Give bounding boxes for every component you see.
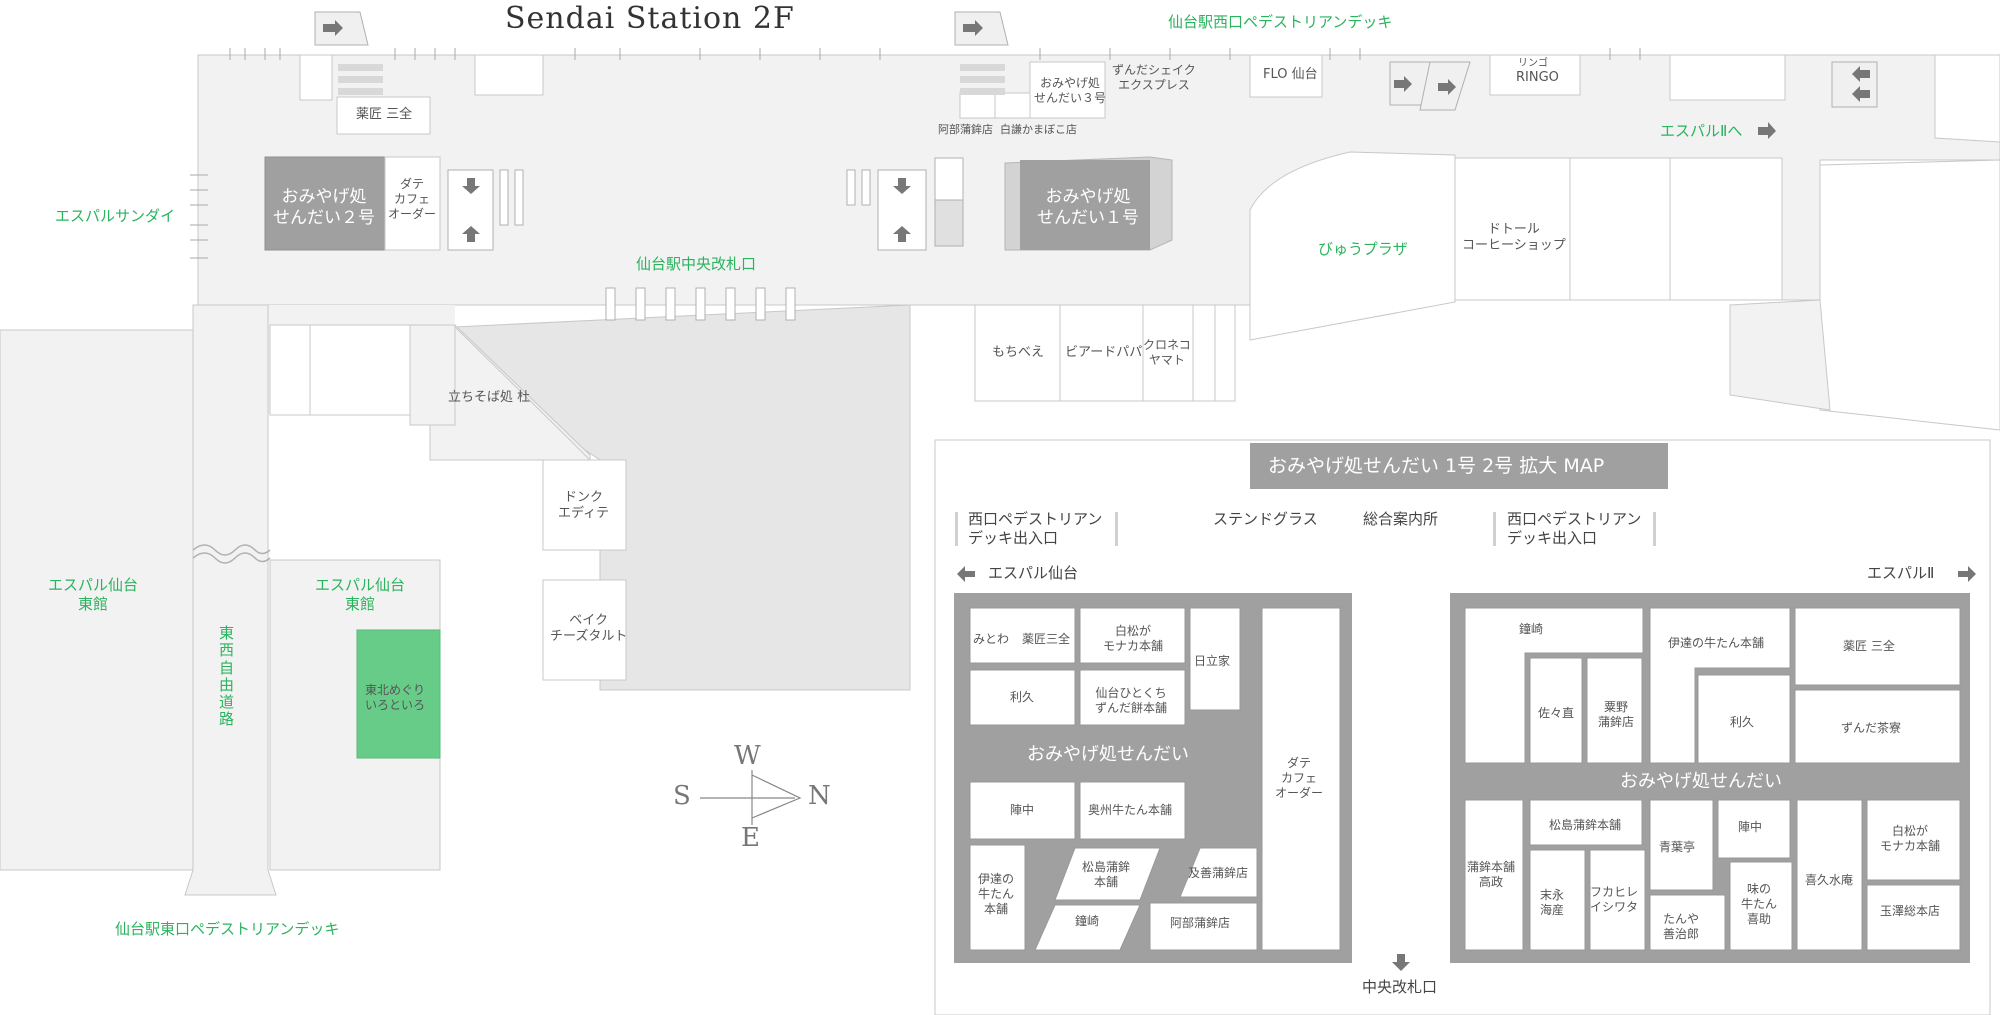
shop-mochibee[interactable]: もちべえ <box>992 345 1045 360</box>
central-gate-label: 仙台駅中央改札口 <box>636 255 757 273</box>
shop-tohoku[interactable]: 東北めぐり いろといろ <box>365 683 426 712</box>
shop-bake[interactable]: ベイク チーズタルト <box>550 613 628 645</box>
shop-flo[interactable]: FLO 仙台 <box>1263 67 1318 82</box>
inset-l-rikyu[interactable]: 利久 <box>1010 690 1035 704</box>
inset-l-shiromatsu[interactable]: 白松が モナカ本舗 <box>1103 624 1164 653</box>
shop-date-cafe-main[interactable]: ダテ カフェ オーダー <box>388 177 437 221</box>
shop-ringo-kana: リンゴ <box>1518 58 1548 69</box>
espal-east-inner-label: エスパル仙台 東館 <box>315 576 406 613</box>
inset-l-hitachiya[interactable]: 日立家 <box>1194 654 1231 668</box>
shop-abe-main[interactable]: 阿部蒲鉾店 <box>938 123 993 136</box>
inset-r-seiyotei[interactable]: 青葉亭 <box>1659 840 1696 854</box>
shop-zunda-shake[interactable]: ずんだシェイク エクスプレス <box>1112 63 1196 92</box>
inset-left-center-label: おみやげ処せんだい <box>1027 744 1189 765</box>
compass-w: W <box>734 741 761 771</box>
inset-l-abe[interactable]: 阿部蒲鉾店 <box>1170 916 1231 930</box>
east-west-passage <box>184 304 277 896</box>
compass-rose <box>700 770 802 825</box>
shop-donq[interactable]: ドンク エディテ <box>558 490 610 522</box>
omiyage2-block <box>264 156 386 251</box>
inset-r-rikyu[interactable]: 利久 <box>1730 715 1755 729</box>
inset-r-kurino[interactable]: 粟野 蒲鉾店 <box>1598 700 1635 729</box>
shop-hakken[interactable]: 白謙かまぼこ店 <box>1000 123 1077 136</box>
inset-right-center-label: おみやげ処せんだい <box>1620 771 1782 792</box>
espal-sendai-label: エスパルサンダイ <box>55 207 176 225</box>
inset-info-desk: 総合案内所 <box>1363 510 1439 528</box>
inset-r-date-gyutan[interactable]: 伊達の牛たん本舗 <box>1668 636 1765 650</box>
inset-r-suenaga[interactable]: 末永 海産 <box>1540 888 1565 917</box>
inset-r-fukahire[interactable]: フカヒレ イシワタ <box>1590 885 1639 914</box>
inset-r-kanesaki[interactable]: 鐘崎 <box>1519 622 1544 636</box>
inset-l-hitokuchi[interactable]: 仙台ひとくち ずんだ餅本舗 <box>1095 686 1168 715</box>
inset-r-kikusui[interactable]: 喜久水庵 <box>1805 873 1854 887</box>
inset-r-yakusho[interactable]: 薬匠 三全 <box>1843 639 1895 653</box>
shop-omiyage2[interactable]: おみやげ処 せんだい２号 <box>273 187 375 229</box>
inset-r-sasanao[interactable]: 佐々直 <box>1538 706 1575 720</box>
inset-r-takaosa[interactable]: 蒲鉾本舗 高政 <box>1467 860 1516 889</box>
inset-l-datecafe[interactable]: ダテ カフェ オーダー <box>1275 756 1324 800</box>
shop-kuroneko[interactable]: クロネコ ヤマト <box>1143 338 1191 367</box>
inset-west-exit-right: 西口ペデストリアン デッキ出入口 <box>1507 510 1642 547</box>
inset-l-matsushima[interactable]: 松島蒲鉾 本舗 <box>1082 860 1131 889</box>
inset-l-date-gyutan[interactable]: 伊達の 牛たん 本舗 <box>978 872 1015 916</box>
shop-omiyage1[interactable]: おみやげ処 せんだい１号 <box>1037 187 1139 229</box>
east-west-road-label: 東 西 自 由 道 路 <box>219 624 235 729</box>
inset-r-tamazawa[interactable]: 玉澤総本店 <box>1880 904 1941 918</box>
inset-l-yakusho[interactable]: 薬匠三全 <box>1022 632 1071 646</box>
inset-stained-glass: ステンドグラス <box>1213 510 1318 528</box>
inset-title: おみやげ処せんだい 1号 2号 拡大 MAP <box>1268 455 1605 477</box>
view-plaza-label: びゅうプラザ <box>1318 240 1408 258</box>
shop-beard-papa[interactable]: ビアードパパ <box>1065 345 1143 360</box>
inset-r-tanya[interactable]: たんや 善治郎 <box>1663 912 1700 941</box>
inset-l-oizen[interactable]: 及善蒲鉾店 <box>1188 866 1249 880</box>
compass-s: S <box>673 781 691 811</box>
shop-ringo[interactable]: RINGO <box>1516 70 1559 85</box>
inset-r-shiromatsu[interactable]: 白松が モナカ本舗 <box>1880 824 1941 853</box>
inset-west-exit-left: 西口ペデストリアン デッキ出入口 <box>968 510 1103 547</box>
inset-l-kanesaki[interactable]: 鐘崎 <box>1075 914 1100 928</box>
shop-yakusho-top[interactable]: 薬匠 三全 <box>356 107 413 122</box>
inset-r-zunda[interactable]: ずんだ茶寮 <box>1841 721 1902 735</box>
inset-to-espal2[interactable]: エスパルⅡ <box>1867 564 1935 582</box>
inset-r-matsushima[interactable]: 松島蒲鉾本舗 <box>1549 818 1622 832</box>
compass-e: E <box>741 823 760 853</box>
west-deck-label: 仙台駅西口ペデストリアンデッキ <box>1168 13 1393 31</box>
inset-to-espal[interactable]: エスパル仙台 <box>988 564 1079 582</box>
inset-title-bar <box>1250 443 1668 489</box>
central-hall <box>453 304 911 691</box>
tohoku-shop-block <box>356 629 441 759</box>
shop-doutor[interactable]: ドトール コーヒーショップ <box>1462 222 1566 254</box>
espal2-link-label[interactable]: エスパルⅡへ <box>1660 122 1743 140</box>
shop-omiyage3[interactable]: おみやげ処 せんだい３号 <box>1034 76 1107 105</box>
inset-l-oshu[interactable]: 奥州牛たん本舗 <box>1088 803 1173 817</box>
inset-central-gate: 中央改札口 <box>1362 978 1438 996</box>
inset-r-aji-gyutan[interactable]: 味の 牛たん 喜助 <box>1741 882 1778 926</box>
espal-east-label: エスパル仙台 東館 <box>48 576 139 613</box>
view-plaza-area <box>1249 151 1456 341</box>
compass-n: N <box>808 781 831 811</box>
inset-l-jinchu[interactable]: 陣中 <box>1010 803 1035 817</box>
inset-l-mitowa[interactable]: みとわ <box>973 632 1010 646</box>
shop-tachisoba[interactable]: 立ちそば処 杜 <box>448 390 531 405</box>
east-deck-label: 仙台駅東口ペデストリアンデッキ <box>115 920 340 938</box>
inset-r-jinchu[interactable]: 陣中 <box>1738 820 1763 834</box>
map-title: Sendai Station 2F <box>505 1 795 36</box>
